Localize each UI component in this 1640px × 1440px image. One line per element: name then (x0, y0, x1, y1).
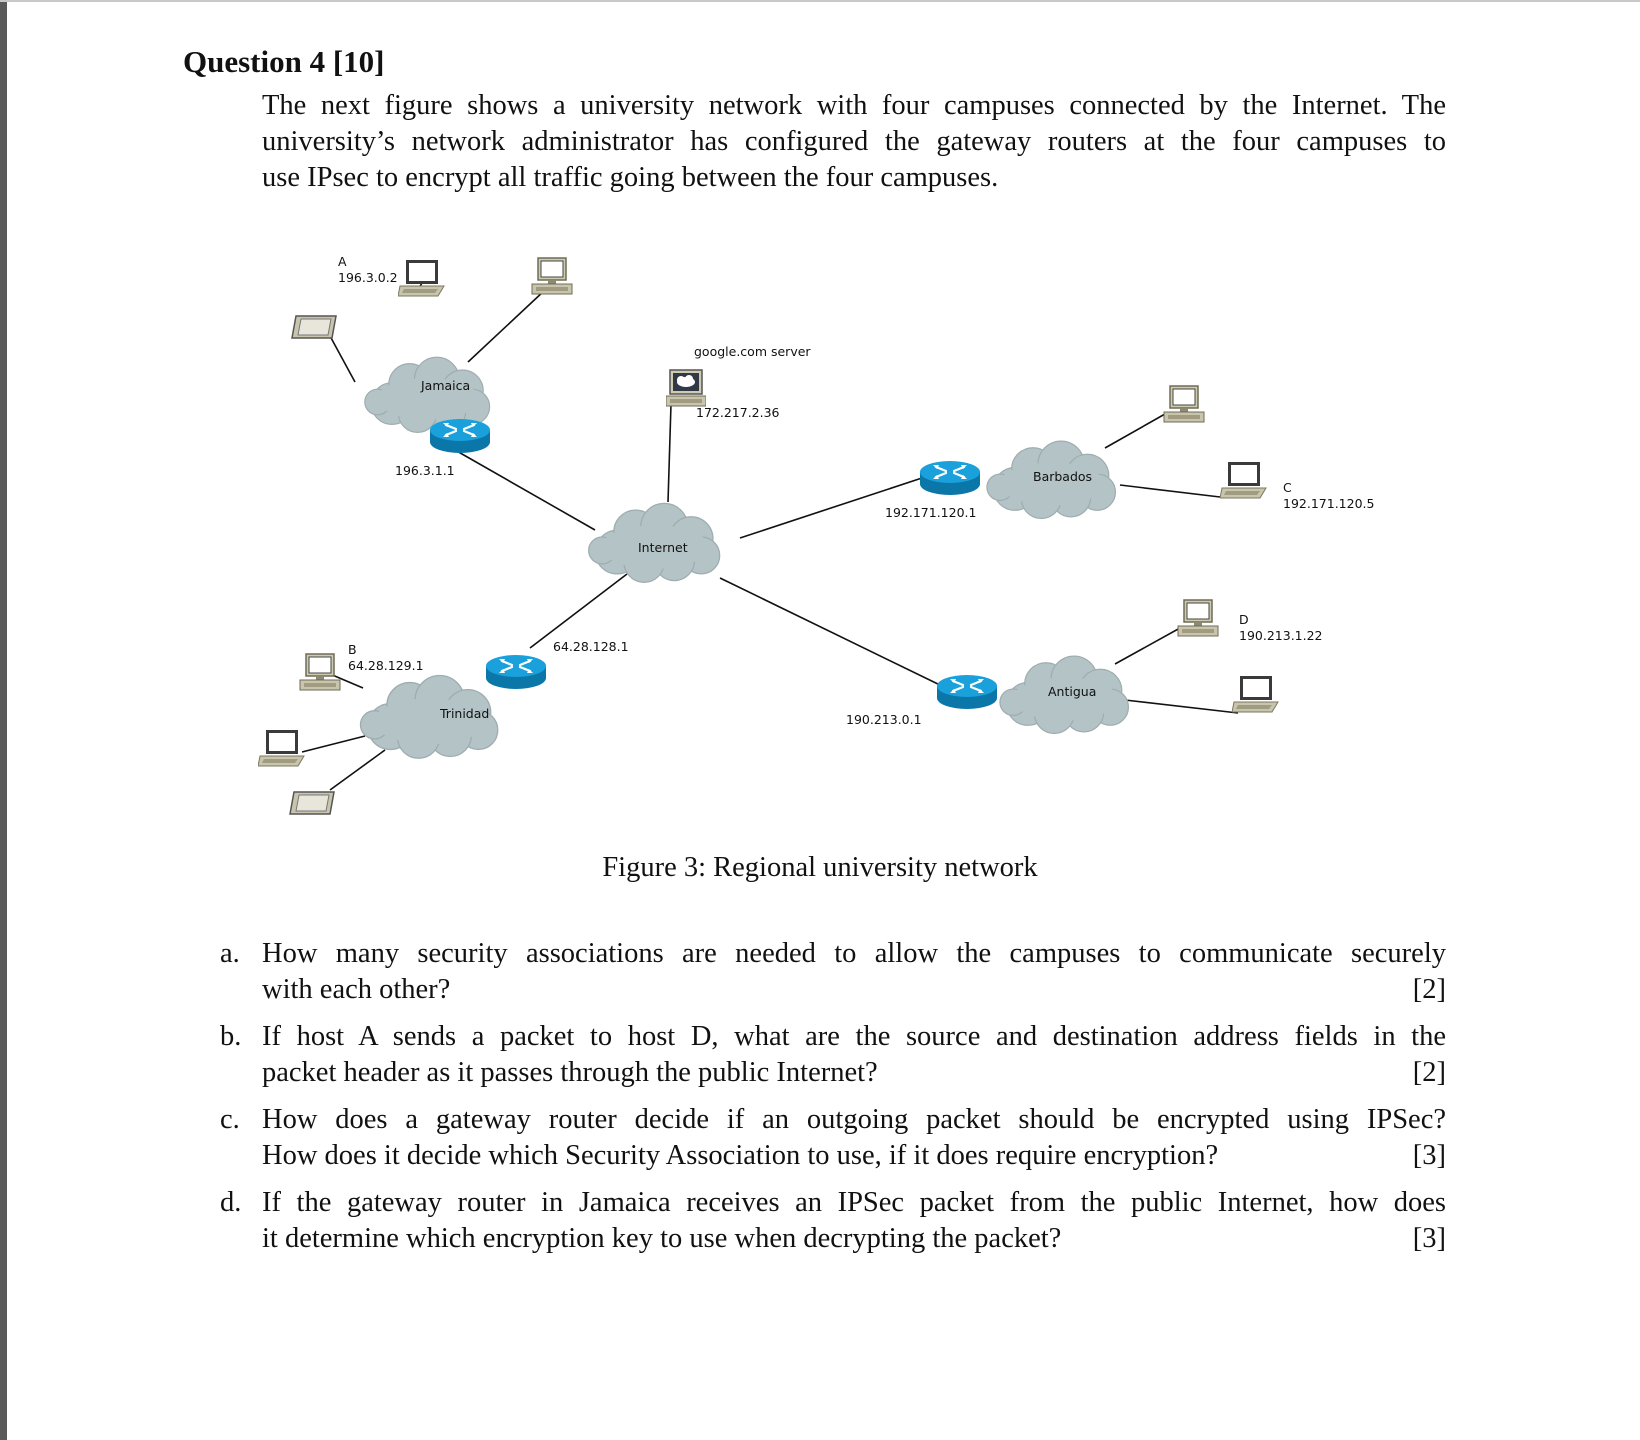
link (1124, 699, 1239, 714)
question-title: Question 4 [10] (183, 44, 385, 79)
network-diagram: A 196.3.0.2 Jamaica 196.3.1.1 google.com… (258, 254, 1374, 815)
link (739, 476, 926, 539)
question-c: c. How does a gateway router decide if a… (220, 1102, 1446, 1174)
intro-line: use IPsec to encrypt all traffic going b… (262, 162, 999, 193)
figure-caption: Figure 3: Regional university network (602, 852, 1038, 883)
google-server-icon (666, 369, 706, 407)
barbados-router-ip: 192.171.120.1 (885, 505, 976, 520)
question-b: b. If host A sends a packet to host D, w… (220, 1019, 1446, 1091)
server-ip: 172.217.2.36 (696, 405, 780, 420)
link (329, 749, 386, 791)
host-d-letter: D (1239, 612, 1249, 627)
question-a: a. How many security associations are ne… (220, 936, 1446, 1008)
page-edge (0, 0, 7, 1440)
host-b-ip: 64.28.129.1 (348, 658, 424, 673)
jamaica-router-icon (428, 418, 492, 454)
question-text: it determine which encryption key to use… (262, 1223, 1062, 1254)
server-label: google.com server (694, 344, 811, 359)
link (301, 735, 366, 753)
question-text: If host A sends a packet to host D, what… (262, 1021, 1446, 1052)
question-text: How many security associations are neede… (262, 938, 1446, 969)
link (1104, 413, 1166, 449)
question-text: If the gateway router in Jamaica receive… (262, 1187, 1446, 1218)
host-a-ip: 196.3.0.2 (338, 270, 398, 285)
antigua-label: Antigua (1048, 684, 1096, 699)
host-c-ip: 192.171.120.5 (1283, 496, 1374, 511)
host-a-laptop-icon (398, 259, 445, 297)
question-marks: [2] (1412, 1057, 1446, 1088)
host-d-desktop-icon (1177, 599, 1219, 637)
question-text: with each other? (262, 974, 451, 1005)
jamaica-router-ip: 196.3.1.1 (395, 463, 455, 478)
laptop-icon (1232, 675, 1279, 713)
trinidad-label: Trinidad (439, 706, 489, 721)
link (329, 335, 356, 383)
desktop-icon (531, 257, 573, 295)
laptop-icon (258, 729, 305, 767)
question-text: packet header as it passes through the p… (262, 1057, 878, 1088)
link (329, 673, 364, 689)
host-c-laptop-icon (1220, 461, 1267, 499)
question-letter: c. (220, 1104, 240, 1135)
link (719, 577, 943, 687)
link (454, 449, 596, 531)
tablet-icon (289, 791, 335, 815)
trinidad-router-icon (484, 654, 548, 690)
trinidad-router-ip: 64.28.128.1 (553, 639, 629, 654)
tablet-icon (291, 315, 337, 339)
question-d: d. If the gateway router in Jamaica rece… (220, 1185, 1446, 1257)
question-letter: d. (220, 1187, 242, 1218)
desktop-icon (1163, 385, 1205, 423)
link (1114, 627, 1181, 665)
question-marks: [3] (1412, 1140, 1446, 1171)
question-text: How does a gateway router decide if an o… (262, 1104, 1446, 1135)
host-d-ip: 190.213.1.22 (1239, 628, 1323, 643)
jamaica-label: Jamaica (420, 378, 470, 393)
page-top-edge (0, 0, 1640, 2)
antigua-router-ip: 190.213.0.1 (846, 712, 922, 727)
host-b-letter: B (348, 642, 357, 657)
host-a-letter: A (338, 254, 347, 269)
intro-line: The next figure shows a university netwo… (262, 90, 1446, 121)
barbados-router-icon (918, 460, 982, 496)
link (467, 289, 546, 363)
host-b-desktop-icon (299, 653, 341, 691)
antigua-router-icon (935, 674, 999, 710)
question-text: How does it decide which Security Associ… (262, 1140, 1219, 1171)
barbados-label: Barbados (1033, 469, 1092, 484)
question-letter: a. (220, 938, 240, 969)
intro-paragraph: The next figure shows a university netwo… (262, 88, 1446, 196)
question-letter: b. (220, 1021, 242, 1052)
link (529, 573, 628, 649)
link (667, 403, 672, 503)
link (1119, 484, 1221, 498)
intro-line: university’s network administrator has c… (262, 126, 1446, 157)
question-marks: [3] (1412, 1223, 1446, 1254)
host-c-letter: C (1283, 480, 1292, 495)
internet-label: Internet (638, 540, 688, 555)
question-marks: [2] (1412, 974, 1446, 1005)
